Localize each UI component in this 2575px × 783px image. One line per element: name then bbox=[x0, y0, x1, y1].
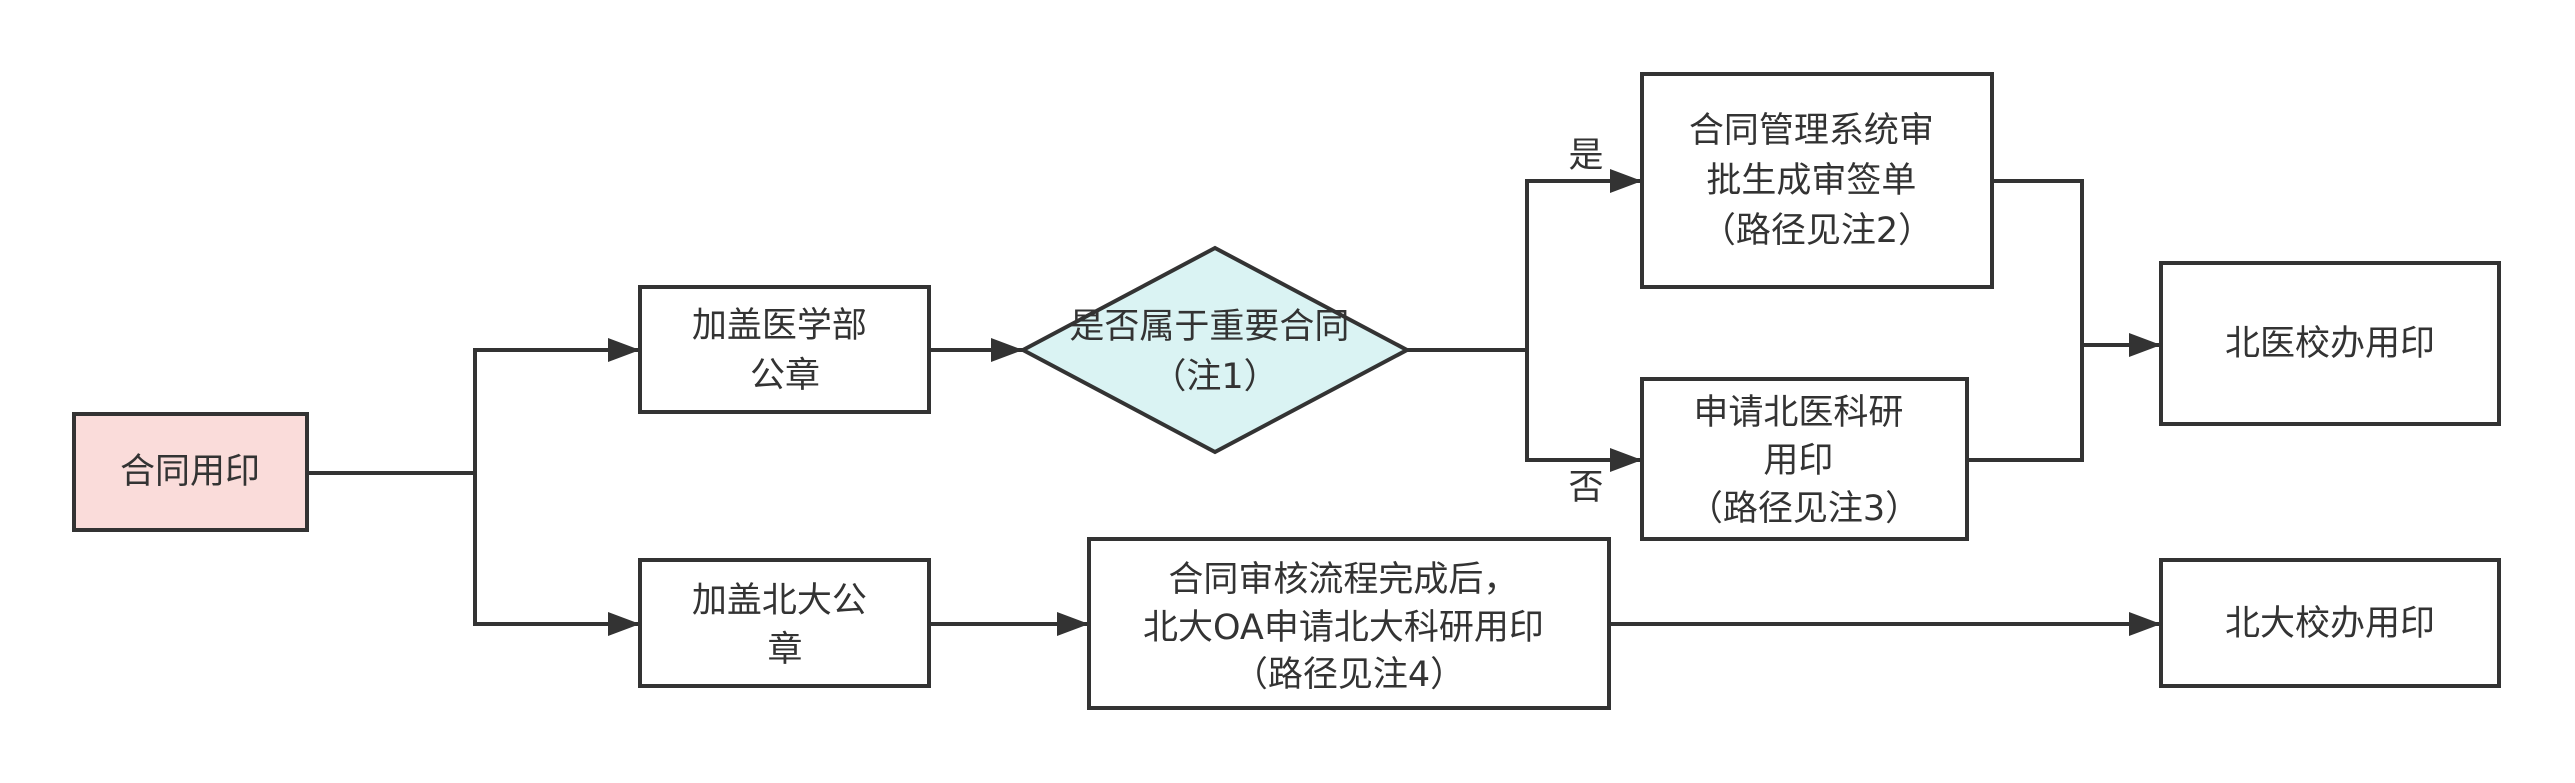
node-label-line: 是否属于重要合同 bbox=[1069, 307, 1349, 347]
node-apply-med-research-seal-label: 申请北医科研 用印 （路径见注3） bbox=[1688, 393, 1920, 529]
node-pku-office-seal-label: 北大校办用印 bbox=[2225, 604, 2435, 644]
node-pku-office-seal: 北大校办用印 bbox=[2159, 558, 2501, 688]
node-med-office-seal-box bbox=[2159, 261, 2501, 426]
node-med-office-seal: 北医校办用印 bbox=[2159, 261, 2501, 426]
node-label-line: 申请北医科研 bbox=[1693, 393, 1903, 433]
node-pku-office-seal-box bbox=[2159, 558, 2501, 688]
node-label-line: 合同审核流程完成后， bbox=[1168, 560, 1518, 600]
node-contract-system-approval-box bbox=[1640, 72, 1994, 289]
edge-label-no: 否 bbox=[1568, 468, 1603, 508]
node-contract-seal-box bbox=[72, 412, 309, 532]
node-label-line: 批生成审签单 bbox=[1706, 161, 1916, 201]
node-contract-system-approval: 合同管理系统审 批生成审签单 （路径见注2） bbox=[1640, 72, 1994, 289]
node-pku-oa-research-seal-box bbox=[1087, 537, 1611, 710]
node-med-dept-seal: 加盖医学部 公章 bbox=[638, 285, 931, 414]
node-med-dept-seal-box bbox=[638, 285, 931, 414]
edge-contract-seal-to-med-dept-seal bbox=[307, 338, 640, 475]
edge-research-seal-to-merge bbox=[1967, 345, 2084, 462]
edge-decision-no bbox=[1525, 350, 1642, 472]
node-pku-seal-box bbox=[638, 558, 931, 688]
node-label-line: 合同管理系统审 bbox=[1689, 111, 1934, 151]
node-apply-med-research-seal: 申请北医科研 用印 （路径见注3） bbox=[1640, 377, 1969, 541]
node-contract-seal-label: 合同用印 bbox=[120, 452, 260, 492]
edge-label-yes: 是 bbox=[1568, 136, 1603, 176]
node-contract-system-approval-label: 合同管理系统审 批生成审签单 （路径见注2） bbox=[1689, 111, 1945, 251]
node-pku-oa-research-seal-label: 合同审核流程完成后， 北大OA申请北大科研用印 （路径见注4） bbox=[1143, 560, 1555, 695]
decision-diamond bbox=[1018, 245, 1412, 455]
node-pku-seal-label: 加盖北大公 章 bbox=[692, 581, 878, 670]
node-pku-oa-research-seal: 合同审核流程完成后， 北大OA申请北大科研用印 （路径见注4） bbox=[1087, 537, 1611, 710]
edge-contract-seal-to-pku-seal bbox=[473, 473, 640, 636]
node-important-contract-decision: 是否属于重要合同 （注1） bbox=[1018, 245, 1412, 455]
edge-approval-to-merge bbox=[1992, 179, 2084, 345]
node-label-line: 加盖医学部 bbox=[692, 306, 867, 346]
node-med-office-seal-label: 北医校办用印 bbox=[2225, 324, 2435, 364]
edge-decision-yes bbox=[1525, 169, 1642, 350]
node-label-line: （路径见注3） bbox=[1688, 489, 1920, 529]
node-label-line: 北大OA申请北大科研用印 bbox=[1143, 608, 1544, 648]
node-label-line: 加盖北大公 bbox=[692, 581, 867, 621]
node-apply-med-research-seal-box bbox=[1640, 377, 1969, 541]
node-label-line: 章 bbox=[767, 630, 802, 670]
node-label-line: 用印 bbox=[1763, 441, 1833, 481]
node-label-line: （路径见注2） bbox=[1701, 211, 1933, 251]
node-label-line: 北医校办用印 bbox=[2225, 324, 2435, 364]
node-label-line: 合同用印 bbox=[120, 452, 260, 492]
node-pku-seal: 加盖北大公 章 bbox=[638, 558, 931, 688]
node-label-line: （注1） bbox=[1151, 357, 1278, 397]
node-label-line: （路径见注4） bbox=[1233, 655, 1465, 695]
node-contract-seal: 合同用印 bbox=[72, 412, 309, 532]
node-med-dept-seal-label: 加盖医学部 公章 bbox=[692, 306, 878, 396]
node-decision-label: 是否属于重要合同 （注1） bbox=[1069, 307, 1360, 397]
node-label-line: 北大校办用印 bbox=[2225, 604, 2435, 644]
node-label-line: 公章 bbox=[750, 356, 820, 396]
